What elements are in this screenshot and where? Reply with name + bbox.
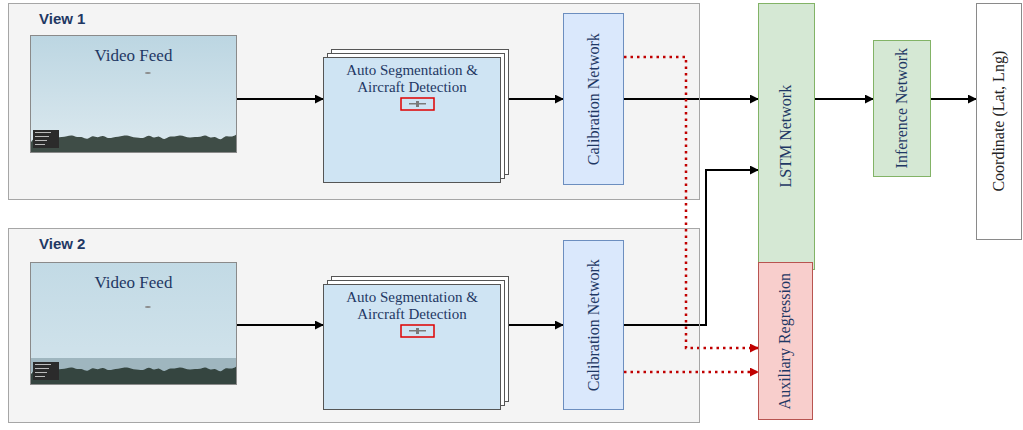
video-feed: Video Feed — [30, 262, 237, 385]
calibration-box: Calibration Network — [563, 240, 624, 410]
auxiliary-connector — [624, 371, 758, 374]
node-label: Inference Network — [893, 48, 911, 168]
flow-arrow — [931, 98, 976, 100]
flow-arrow — [237, 98, 323, 100]
node-label: Video Feed — [95, 46, 173, 66]
node-label: Calibration Network — [584, 259, 602, 391]
calibration-box: Calibration Network — [563, 13, 624, 185]
output-box: Coordinate (Lat, Lng) — [976, 3, 1022, 240]
panel-heading: View 1 — [39, 10, 85, 27]
auxiliary-box: Auxiliary Regression — [758, 262, 813, 420]
flow-arrow — [624, 98, 758, 100]
flow-arrow — [237, 324, 323, 326]
detection-box: Auto Segmentation & Aircraft Detection — [323, 284, 501, 410]
detection-box: Auto Segmentation & Aircraft Detection — [323, 57, 501, 183]
node-label: Video Feed — [95, 273, 173, 293]
flow-arrow — [501, 324, 563, 326]
video-feed: Video Feed — [30, 35, 237, 153]
node-label: Auxiliary Regression — [776, 273, 794, 409]
inference-box: Inference Network — [873, 40, 931, 177]
panel-fill — [8, 228, 700, 423]
flow-arrow — [624, 170, 758, 325]
node-label: Calibration Network — [584, 33, 602, 165]
auxiliary-connector — [624, 57, 758, 348]
flow-arrow — [501, 98, 563, 100]
node-label: Auto Segmentation & Aircraft Detection — [337, 62, 487, 97]
node-label: LSTM Network — [777, 85, 795, 188]
view-panel: Video FeedAuto Segmentation & Aircraft D… — [8, 228, 700, 423]
flow-arrow — [815, 98, 873, 100]
node-label: Coordinate (Lat, Lng) — [990, 51, 1008, 192]
node-label: Auto Segmentation & Aircraft Detection — [337, 289, 487, 324]
lstm-box: LSTM Network — [758, 3, 815, 270]
panel-fill — [8, 3, 700, 200]
panel-heading: View 2 — [39, 235, 85, 252]
view-panel: Video FeedAuto Segmentation & Aircraft D… — [8, 3, 700, 200]
